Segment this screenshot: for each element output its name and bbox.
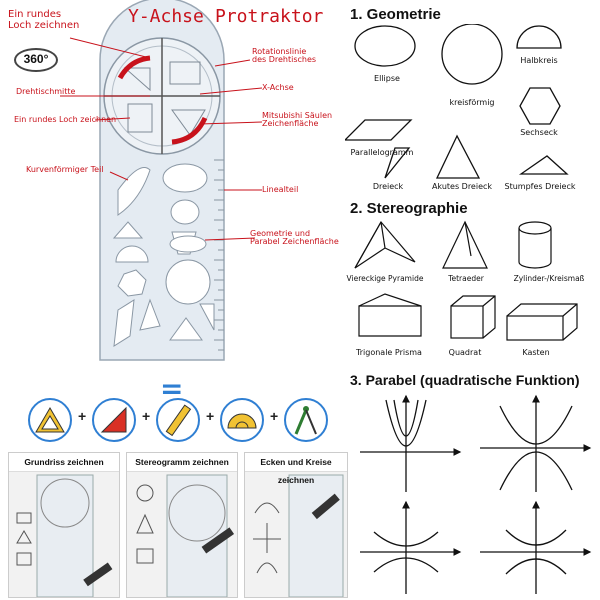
protractor-icon bbox=[227, 413, 257, 429]
plus-sign-4: + bbox=[270, 408, 279, 424]
shape-label-cylinder: Zylinder-/Kreismaß bbox=[513, 274, 585, 283]
photo-caption-2: Stereogramm zeichnen bbox=[127, 453, 237, 472]
tetrahedron-shape bbox=[442, 220, 488, 269]
plus-sign-3: + bbox=[206, 408, 215, 424]
section-parabola-title: 3. Parabel (quadratische Funktion) bbox=[350, 372, 580, 388]
section-geometry-title: 1. Geometrie bbox=[350, 6, 441, 23]
parabola-graphs bbox=[360, 394, 592, 594]
photo-corners-circles: Ecken und Kreise zeichnen bbox=[244, 452, 348, 598]
tool-ruler bbox=[156, 398, 200, 442]
semicircle-shape bbox=[516, 25, 562, 49]
stereo-shapes bbox=[354, 220, 578, 341]
shape-label-ellipse: Ellipse bbox=[374, 74, 400, 83]
shape-label-circle: kreisförmig bbox=[449, 98, 495, 107]
plus-sign-1: + bbox=[78, 408, 87, 424]
label-geom-parabola: Geometrie und Parabel Zeichenfläche bbox=[250, 229, 339, 247]
plus-sign-2: + bbox=[142, 408, 151, 424]
shape-label-triangle: Dreieck bbox=[372, 182, 404, 191]
ruler-icon bbox=[165, 404, 192, 437]
photo-3-drawing bbox=[253, 474, 344, 597]
shape-label-cube: Quadrat bbox=[448, 348, 482, 357]
label-ruler-part: Linealteil bbox=[262, 185, 299, 194]
tool-set-square bbox=[92, 398, 136, 442]
parabola-graph-2 bbox=[480, 394, 592, 492]
shape-label-pyramid: Viereckige Pyramide bbox=[346, 274, 424, 283]
obtuse-triangle-shape bbox=[518, 155, 569, 175]
parabola-graph-3 bbox=[360, 500, 462, 594]
cylinder-shape bbox=[518, 221, 552, 269]
label-x-axis: X-Achse bbox=[262, 83, 294, 92]
shape-label-semicircle: Halbkreis bbox=[520, 56, 558, 65]
shape-label-acute: Akutes Dreieck bbox=[431, 182, 493, 191]
shape-label-obtuse: Stumpfes Dreieck bbox=[504, 182, 576, 191]
prism-shape bbox=[358, 293, 422, 337]
label-hole-draw-2: Ein rundes Loch zeichnen bbox=[14, 115, 117, 124]
shape-label-parallelogram: Parallelogramm bbox=[350, 148, 414, 157]
ellipse-shape bbox=[354, 25, 416, 67]
ruler-template-drawing bbox=[60, 0, 263, 361]
box-shape bbox=[506, 303, 578, 341]
shape-label-hexagon: Sechseck bbox=[520, 128, 558, 137]
shape-label-box: Kasten bbox=[522, 348, 550, 357]
shape-label-tetrahedron: Tetraeder bbox=[448, 274, 484, 283]
shape-label-prism: Trigonale Prisma bbox=[356, 348, 422, 357]
photo-stereogram: Stereogramm zeichnen bbox=[126, 452, 238, 598]
triangle-shape bbox=[384, 147, 411, 179]
tool-triangle-ruler bbox=[28, 398, 72, 442]
circle-shape bbox=[441, 24, 503, 85]
photo-caption-1: Grundriss zeichnen bbox=[9, 453, 119, 472]
ruler-template bbox=[0, 0, 300, 380]
photo-floor-plan: Grundriss zeichnen bbox=[8, 452, 120, 598]
label-y-axis: Y-Achse bbox=[128, 6, 204, 27]
rotation-360-badge: 360° bbox=[14, 48, 58, 72]
cube-shape bbox=[450, 295, 496, 339]
photo-caption-3: Ecken und Kreise zeichnen bbox=[245, 453, 347, 485]
tool-compass bbox=[284, 398, 328, 442]
parabola-graph-4 bbox=[480, 500, 592, 594]
set-square-icon bbox=[100, 406, 127, 433]
triangle-ruler-icon bbox=[35, 407, 65, 433]
label-mitsubishi: Mitsubishi Säulen Zeichenfläche bbox=[262, 111, 333, 129]
pyramid-shape bbox=[354, 220, 416, 269]
hexagon-shape bbox=[519, 87, 561, 125]
compass-icon bbox=[294, 406, 317, 435]
equals-sign: = bbox=[160, 372, 184, 405]
photo-2-drawing bbox=[136, 474, 235, 597]
tool-protractor bbox=[220, 398, 264, 442]
geometry-shapes bbox=[345, 24, 569, 179]
label-rotation-line: Rotationslinie des Drehtisches bbox=[252, 47, 317, 65]
label-curve-part: Kurvenförmiger Teil bbox=[26, 165, 104, 174]
label-turntable-center: Drehtischmitte bbox=[16, 87, 76, 96]
section-stereo-title: 2. Stereographie bbox=[350, 200, 468, 217]
parallelogram-shape bbox=[345, 119, 413, 141]
photo-1-drawing bbox=[16, 474, 113, 597]
parabola-graph-1 bbox=[360, 394, 462, 492]
acute-triangle-shape bbox=[435, 134, 481, 179]
label-protractor: Protraktor bbox=[215, 6, 324, 27]
label-hole-draw: Ein rundes Loch zeichnen bbox=[8, 9, 80, 31]
